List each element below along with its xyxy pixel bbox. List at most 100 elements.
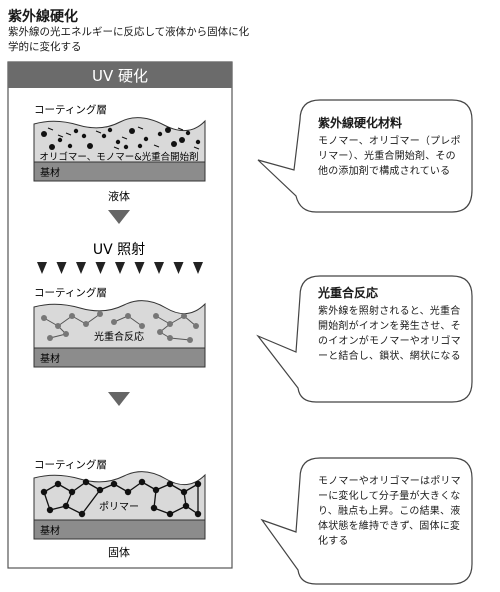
stage3-inner-label: ポリマー: [99, 501, 139, 513]
stage3-layer: ポリマー 基材: [33, 471, 206, 540]
oligomer-dash: [65, 132, 72, 136]
bubble-2-body: 紫外線を照射されると、光重合開始剤がイオンを発生させ、そのイオンがモノマーやオリ…: [318, 306, 461, 362]
bubble-1: 紫外線硬化材料 モノマー、オリゴマー（プレポリマー）、光重合開始剤、その他の添加…: [318, 116, 464, 179]
monomer-dot: [185, 130, 191, 136]
down-arrow-icon: [108, 392, 130, 406]
chain-node: [97, 311, 103, 317]
monomer-dot: [49, 144, 55, 150]
monomer-dot: [57, 137, 63, 143]
page-title: 紫外線硬化: [8, 9, 78, 25]
down-arrow-icon: [108, 210, 130, 224]
monomer-dot: [41, 131, 47, 137]
chain-node: [47, 335, 53, 341]
bubble-1-shape: [257, 99, 473, 213]
monomer-dot: [137, 143, 143, 149]
monomer-dot: [195, 139, 201, 145]
polymer-node: [82, 478, 90, 486]
polymer-node: [54, 480, 62, 488]
chain-node: [83, 321, 89, 327]
stage2-substrate-label: 基材: [40, 352, 60, 365]
panel-title: UV 硬化: [92, 67, 148, 85]
uv-ray-icon: [56, 262, 67, 274]
oligomer-dash: [193, 146, 200, 150]
polymer-node: [182, 502, 190, 510]
stage1-substrate-label: 基材: [40, 166, 60, 179]
chain-link: [169, 337, 191, 341]
stage3-coating-label: コーティング層: [34, 458, 107, 471]
monomer-dot: [123, 144, 129, 150]
chain-node: [193, 323, 199, 329]
stage3-state-label: 固体: [108, 545, 130, 559]
panel-header: [8, 62, 232, 88]
bubble-1-title: 紫外線硬化材料: [318, 116, 403, 130]
chain-node: [167, 321, 173, 327]
uv-label: UV 照射: [93, 242, 145, 258]
uv-ray-icon: [76, 262, 86, 274]
oligomer-dash: [113, 146, 120, 150]
chain-node: [187, 337, 193, 343]
chain-node: [153, 313, 159, 319]
stage2-layer: 光重合反応 基材: [33, 300, 206, 368]
stage2-coating: [33, 300, 206, 349]
chain-node: [111, 319, 117, 325]
polymer-node: [180, 488, 188, 496]
monomer-dot: [179, 137, 185, 143]
bubble-3-body: モノマーやオリゴマーはポリマーに変化して分子量が大きくなり、融点も上昇。この結果…: [318, 476, 461, 547]
bubble-2: 光重合反応 紫外線を照射されると、光重合開始剤がイオンを発生させ、そのイオンがモ…: [318, 286, 464, 364]
oligomer-dash: [153, 144, 160, 148]
forming-chains: [41, 311, 199, 343]
monomer-dot: [115, 139, 121, 145]
stage3-substrate-label: 基材: [40, 524, 60, 537]
stage2-coating-label: コーティング層: [34, 286, 107, 299]
monomer-dot: [165, 127, 171, 133]
monomer-dot: [129, 128, 135, 134]
monomer-dot: [87, 143, 93, 149]
monomer-dot: [73, 128, 79, 134]
oligomer-dash: [47, 127, 54, 131]
monomer-dot: [101, 133, 107, 139]
monomer-dot: [143, 136, 149, 142]
uv-ray-icon: [37, 262, 47, 274]
polymer-node: [150, 504, 158, 512]
monomer-dot: [157, 131, 163, 137]
oligomer-dash: [95, 130, 102, 134]
polymer-node: [194, 480, 202, 488]
polymer-node: [96, 486, 104, 494]
bubble-2-title: 光重合反応: [318, 286, 379, 300]
polymer-node: [110, 480, 118, 488]
chain-node: [55, 323, 61, 329]
chain-node: [69, 313, 75, 319]
polymer-node: [166, 480, 174, 488]
oligomer-dash: [137, 126, 144, 130]
monomer-dot: [171, 141, 177, 147]
chain-node: [63, 331, 69, 337]
stage2-inner-label: 光重合反応: [94, 330, 144, 343]
oligomer-dash: [121, 136, 128, 140]
polymer-node: [138, 478, 146, 486]
oligomer-dash: [177, 127, 184, 131]
uv-ray-icon: [134, 262, 145, 274]
stage2-substrate: [33, 347, 206, 368]
polymer-node: [166, 510, 174, 518]
stage1-inner-label: オリゴマー、モノマー&光重合開始剤: [39, 151, 198, 163]
chain-node: [139, 323, 145, 329]
monomer-particles: [41, 126, 201, 150]
polymer-node: [40, 488, 48, 496]
page-subtitle: 紫外線の光エネルギーに反応して液体から固体に化学的に変化する: [8, 26, 250, 53]
polymer-link: [81, 489, 101, 515]
stage1-coating-label: コーティング層: [34, 103, 107, 116]
stage1-layer: オリゴマー、モノマー&光重合開始剤 基材: [33, 117, 206, 182]
uv-ray-icon: [95, 262, 106, 274]
bubble-2-shape: [256, 275, 473, 403]
monomer-dot: [81, 133, 87, 139]
stage1-coating: [33, 117, 206, 163]
polymer-node: [62, 502, 70, 510]
polymer-node: [152, 486, 160, 494]
uv-ray-icon: [173, 262, 184, 274]
chain-node: [125, 313, 131, 319]
stage3-coating: [33, 471, 206, 521]
polymer-node: [194, 510, 202, 518]
polymer-node: [68, 488, 76, 496]
bubble-3: モノマーやオリゴマーはポリマーに変化して分子量が大きくなり、融点も上昇。この結果…: [318, 474, 464, 549]
